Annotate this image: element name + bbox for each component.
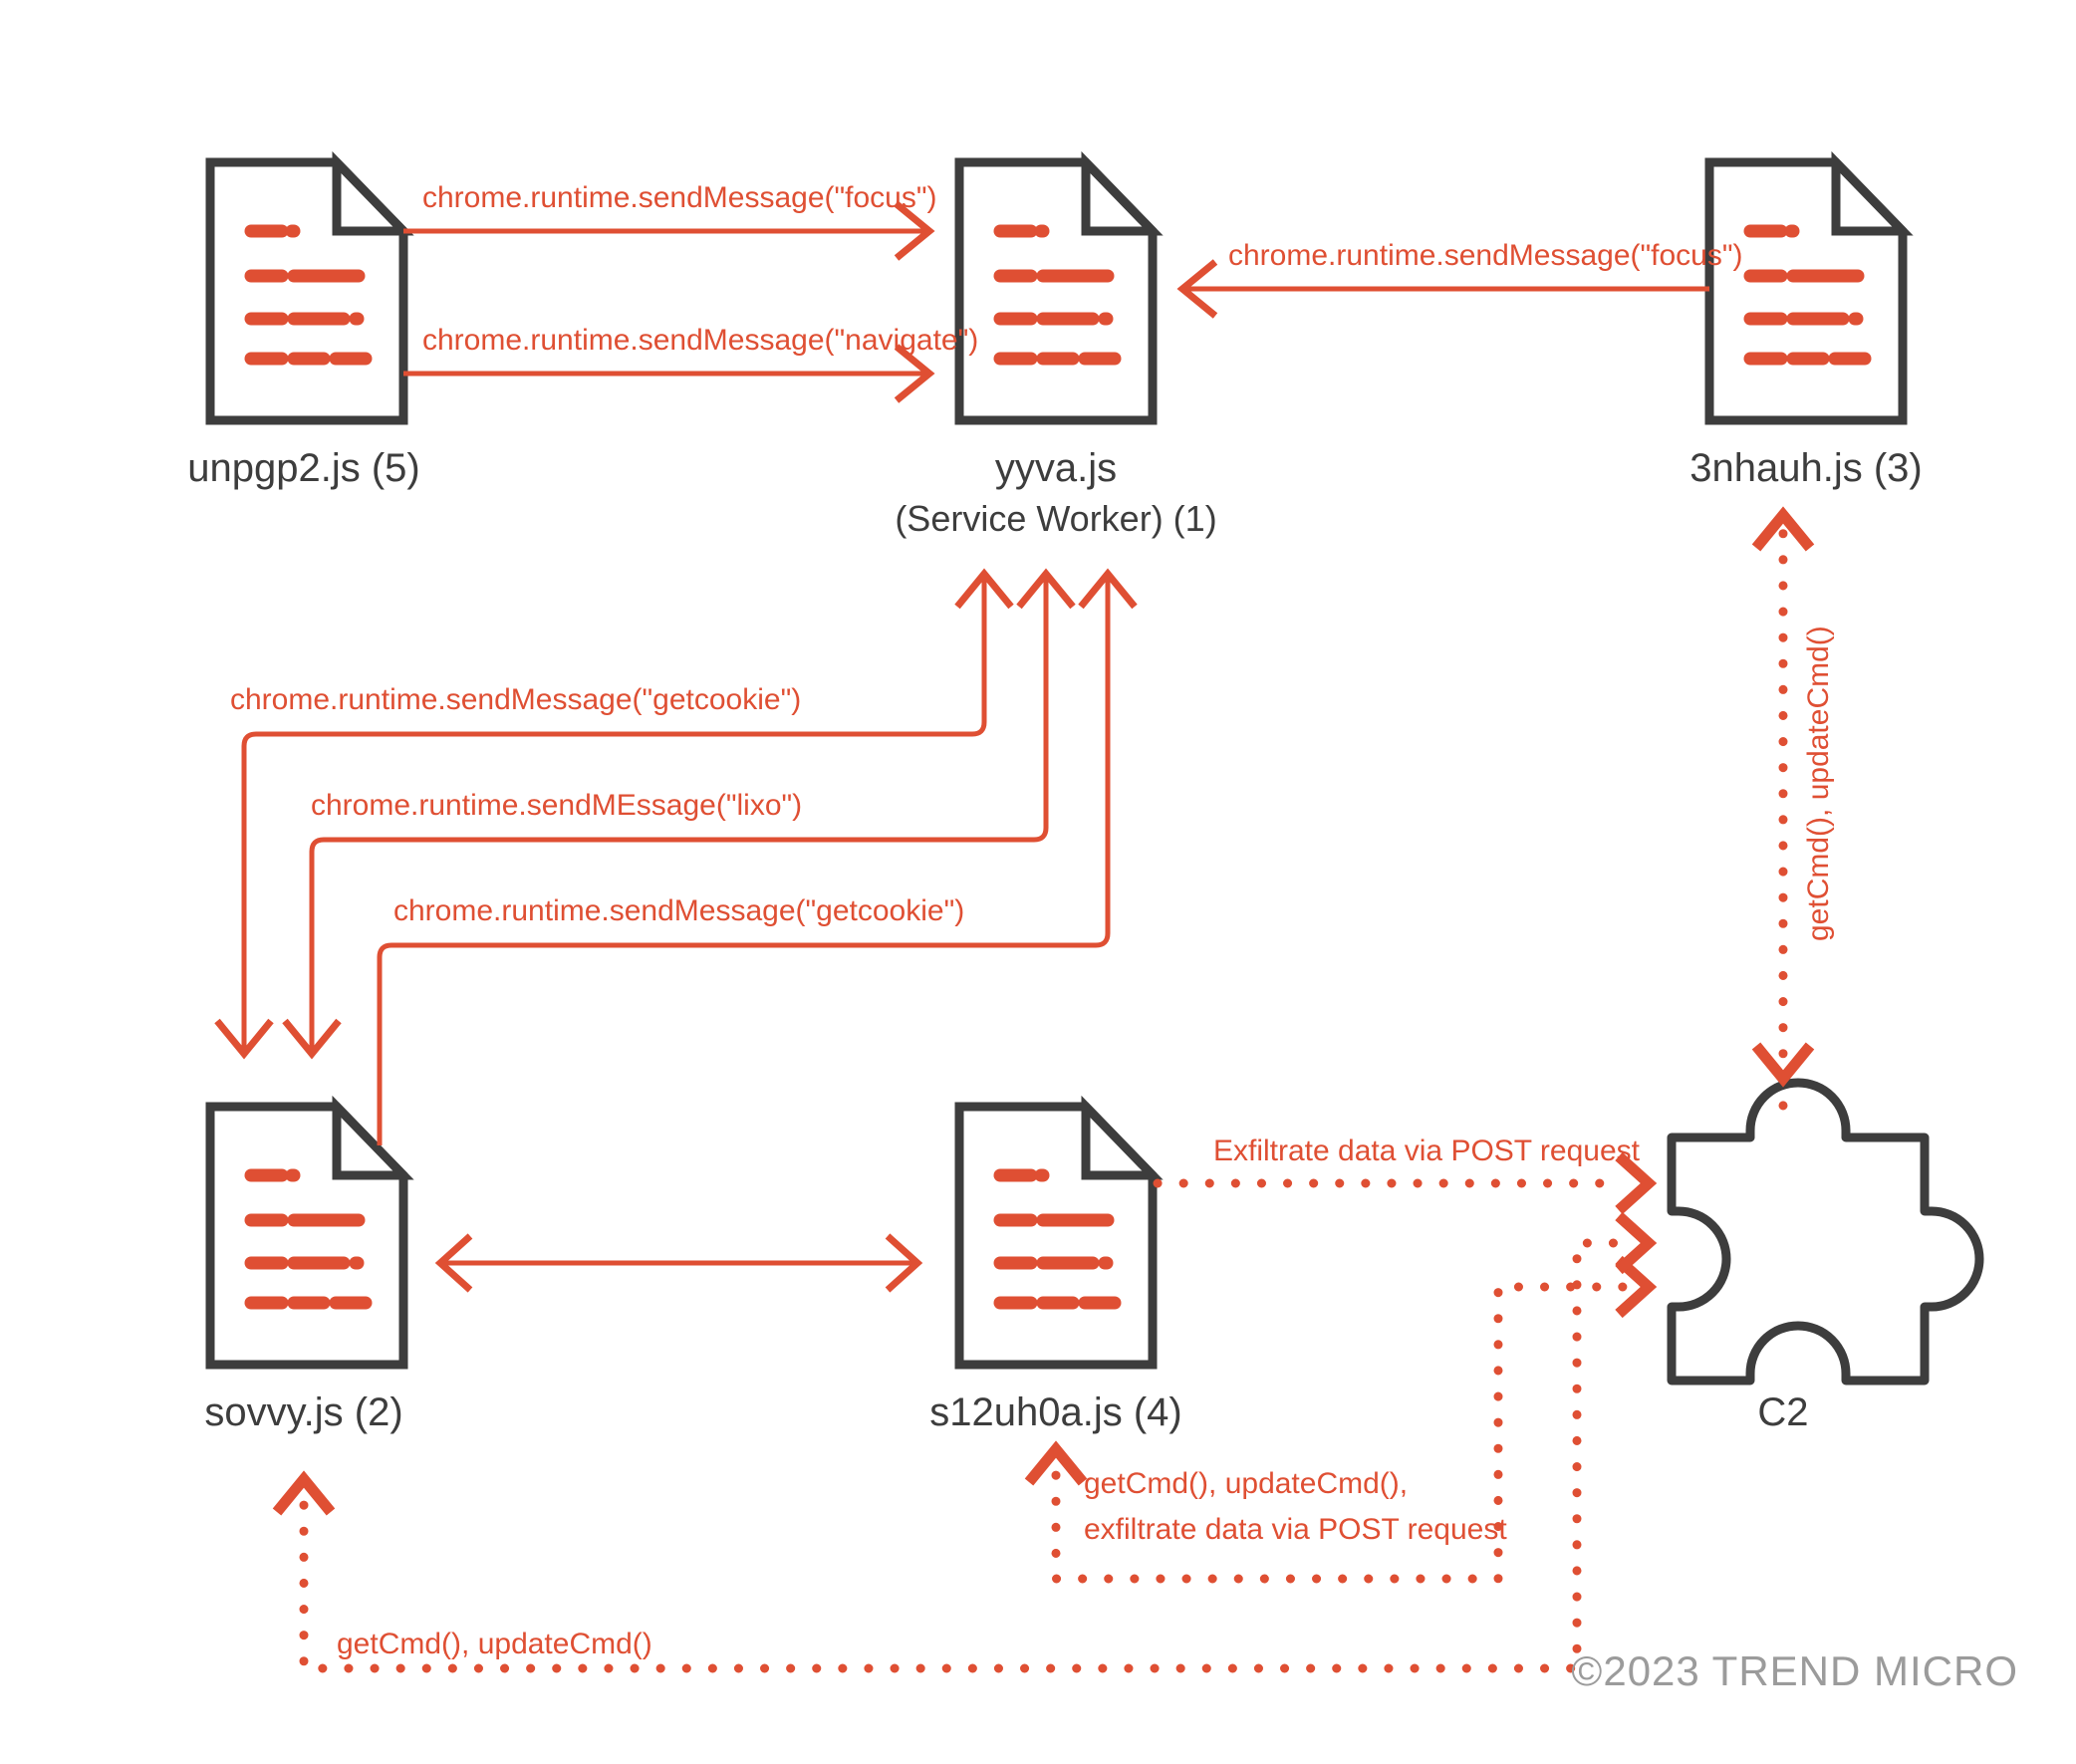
node-label-3nhauh: 3nhauh.js (3) [1689, 446, 1922, 490]
document-lines-icon [244, 1168, 373, 1310]
edge-label-lixo: chrome.runtime.sendMEssage("lixo") [311, 789, 802, 822]
edge-3nhauh-yyva-focus: chrome.runtime.sendMessage("focus") [1176, 239, 1743, 319]
edge-sovvy-yyva-lixo: chrome.runtime.sendMEssage("lixo") [282, 568, 1076, 1060]
edge-label-focus-1: chrome.runtime.sendMessage("focus") [422, 181, 937, 214]
edge-label-getcmd-line2: exfiltrate data via POST request [1084, 1513, 1507, 1546]
edge-sovvy-s12uh0a [434, 1233, 923, 1293]
copyright-footer: ©2023 TREND MICRO [1571, 1647, 2018, 1694]
document-fold-icon [332, 150, 414, 236]
node-c2[interactable]: C2 [1667, 1078, 1984, 1434]
edge-label-getcmd-sovvy: getCmd(), updateCmd() [337, 1628, 652, 1660]
node-label-yyva: yyva.js [995, 446, 1117, 490]
node-yyva[interactable]: yyva.js (Service Worker) (1) [895, 150, 1217, 539]
node-s12uh0a[interactable]: s12uh0a.js (4) [929, 1095, 1182, 1434]
edge-sovvy-yyva-getcookie-2: chrome.runtime.sendMessage("getcookie") [377, 568, 1138, 1145]
edge-s12uh0a-c2-exfiltrate: Exfiltrate data via POST request [1153, 1134, 1658, 1215]
node-label-sovvy: sovvy.js (2) [204, 1390, 402, 1434]
edge-label-getcookie-1: chrome.runtime.sendMessage("getcookie") [230, 683, 801, 716]
document-fold-icon [1081, 1095, 1164, 1180]
document-lines-icon [244, 224, 373, 366]
edge-unpgp2-yyva-navigate: chrome.runtime.sendMessage("navigate") [403, 324, 978, 403]
document-lines-icon [1743, 224, 1872, 366]
edge-label-getcookie-2: chrome.runtime.sendMessage("getcookie") [393, 894, 964, 927]
edge-sovvy-yyva-getcookie-1: chrome.runtime.sendMessage("getcookie") [214, 568, 1014, 1060]
edge-sovvy-c2-getcmd: getCmd(), updateCmd() [272, 1211, 1658, 1673]
node-label-s12uh0a: s12uh0a.js (4) [929, 1390, 1181, 1434]
edge-unpgp2-yyva-focus: chrome.runtime.sendMessage("focus") [403, 181, 937, 261]
node-sovvy[interactable]: sovvy.js (2) [204, 1095, 414, 1434]
node-3nhauh[interactable]: 3nhauh.js (3) [1689, 150, 1923, 490]
edge-label-focus-2: chrome.runtime.sendMessage("focus") [1228, 239, 1743, 272]
document-fold-icon [1831, 150, 1914, 236]
puzzle-piece-icon [1667, 1078, 1984, 1386]
edge-label-getcmd-line1: getCmd(), updateCmd(), [1084, 1467, 1408, 1500]
edge-label-getcmd-vertical: getCmd(), updateCmd() [1802, 626, 1835, 941]
node-label-unpgp2: unpgp2.js (5) [187, 446, 419, 490]
edge-label-navigate: chrome.runtime.sendMessage("navigate") [422, 324, 978, 357]
node-unpgp2[interactable]: unpgp2.js (5) [187, 150, 420, 490]
node-sublabel-yyva: (Service Worker) (1) [895, 498, 1216, 539]
document-fold-icon [1081, 150, 1164, 236]
document-lines-icon [993, 1168, 1122, 1310]
document-lines-icon [993, 224, 1122, 366]
node-label-c2: C2 [1757, 1390, 1808, 1434]
edge-s12uh0a-c2-getcmd: getCmd(), updateCmd(), exfiltrate data v… [1024, 1255, 1658, 1584]
edge-c2-3nhauh: getCmd(), updateCmd() [1751, 506, 1835, 1111]
edge-label-exfiltrate: Exfiltrate data via POST request [1213, 1134, 1641, 1167]
document-fold-icon [332, 1095, 414, 1180]
